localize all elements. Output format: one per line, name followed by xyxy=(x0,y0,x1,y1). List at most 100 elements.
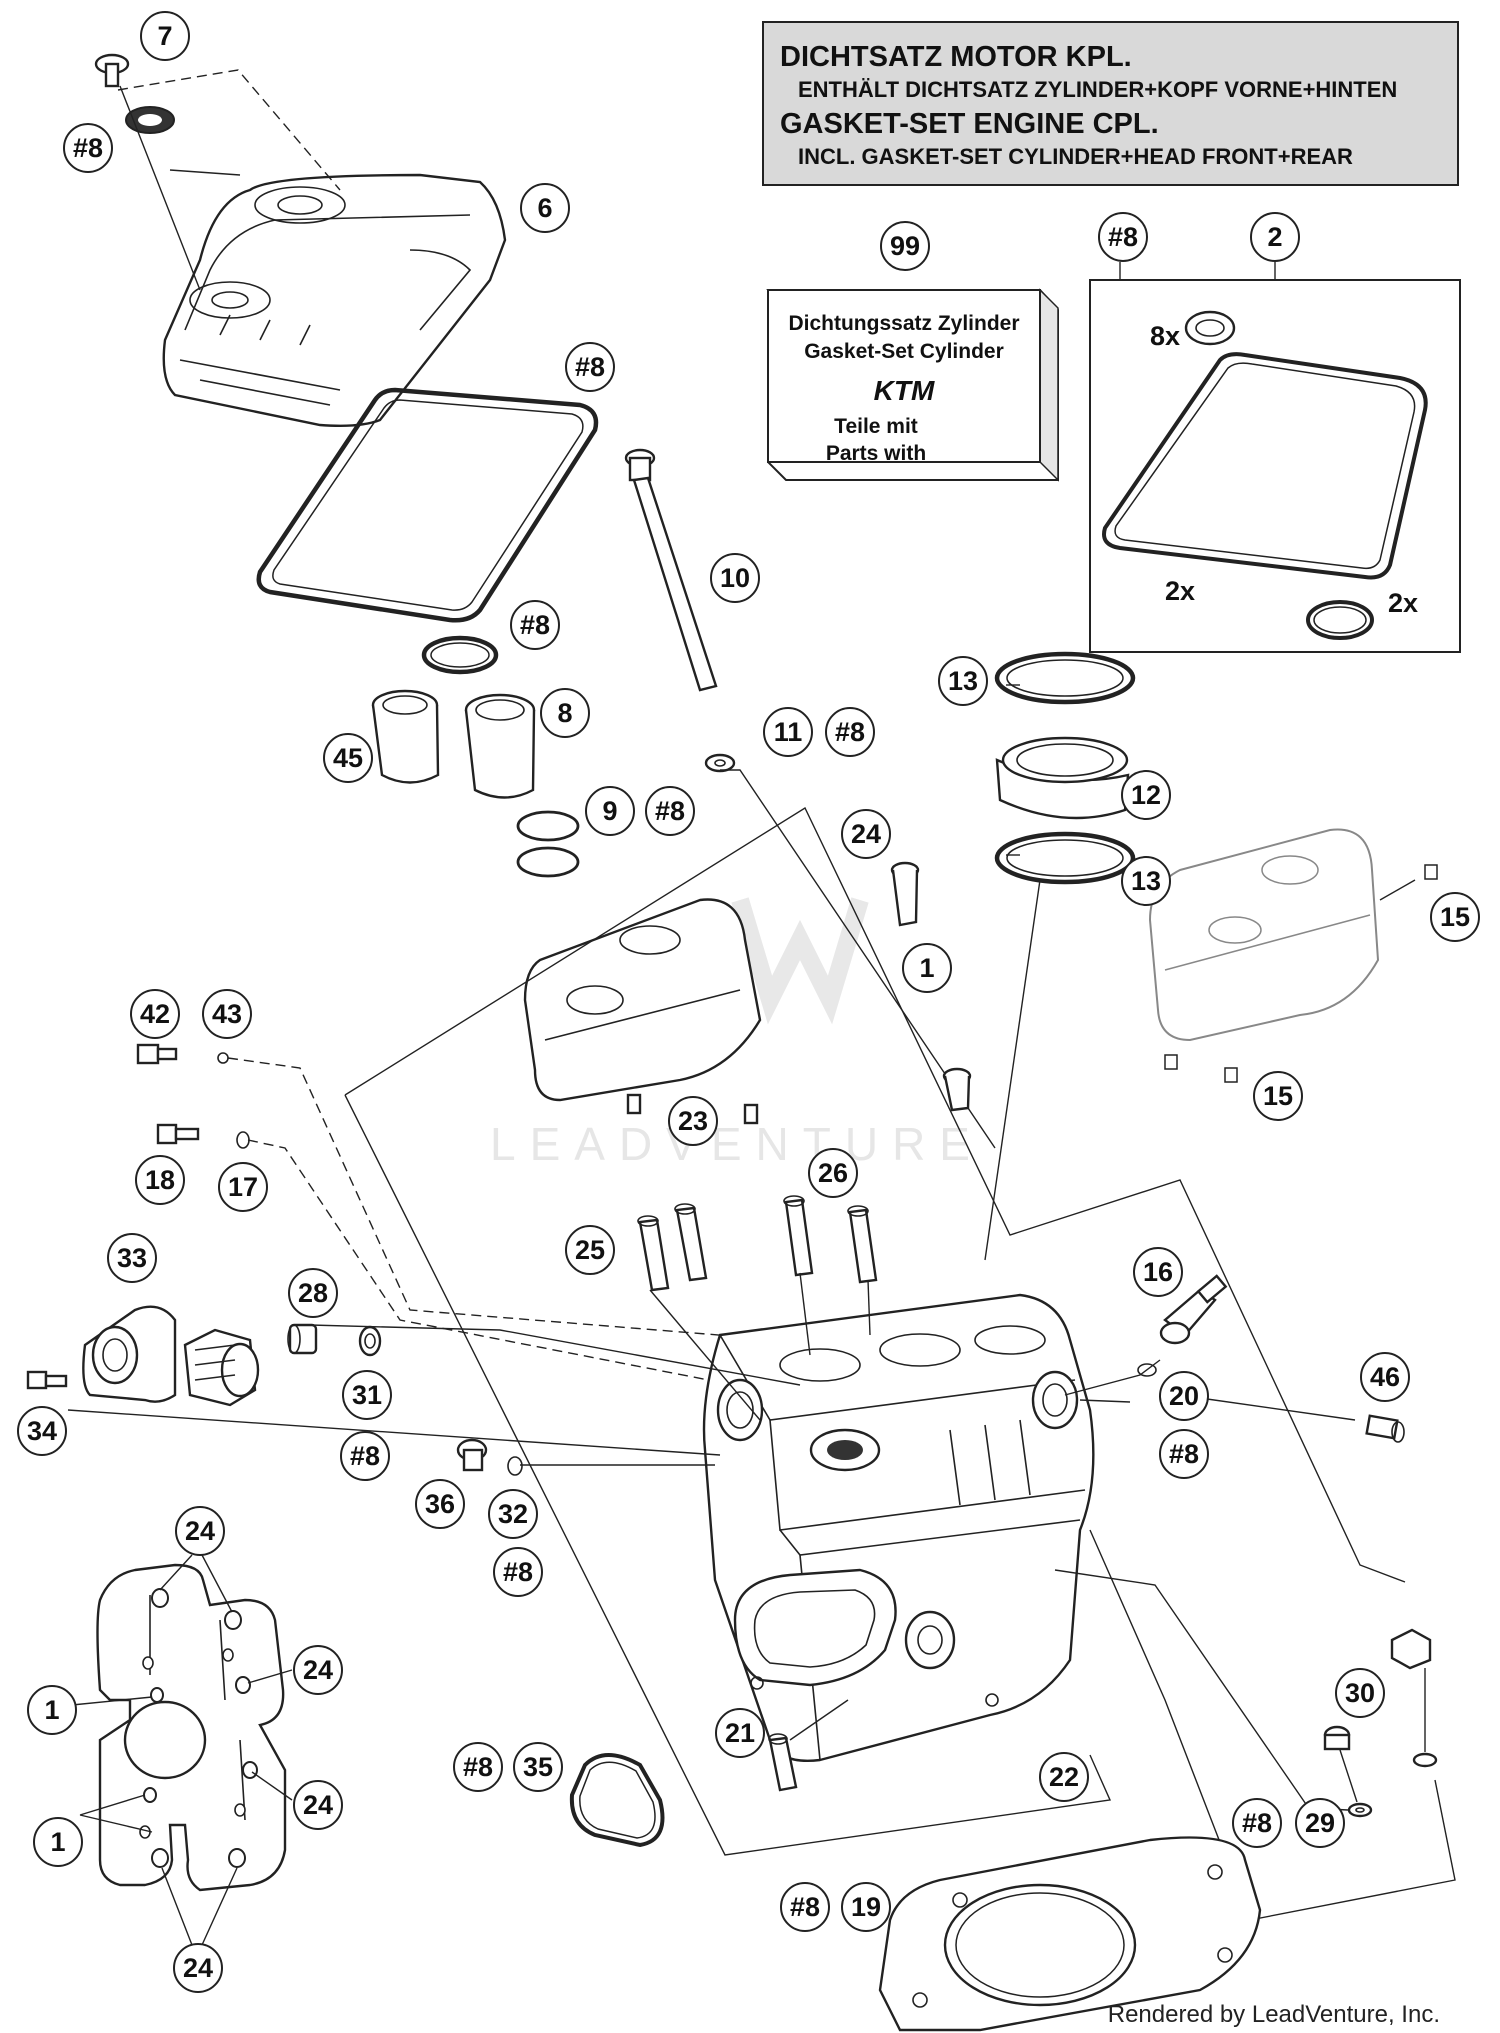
callout-label: 20 xyxy=(1169,1381,1199,1411)
intake-flange-12 xyxy=(994,651,1136,885)
callout-label: 24 xyxy=(303,1790,333,1820)
callout-bubble: 34 xyxy=(17,1406,67,1456)
callout-circle xyxy=(488,1489,538,1539)
plug-36 xyxy=(456,1438,488,1472)
bolt-42 xyxy=(136,1043,229,1065)
callout-label: 7 xyxy=(157,21,172,51)
callout-circle xyxy=(1253,1071,1303,1121)
callout-label: #8 xyxy=(503,1557,533,1587)
gasket-35 xyxy=(569,1753,665,1848)
callout-circle xyxy=(1098,212,1148,262)
callout-circle xyxy=(710,553,760,603)
callout-bubble: 24 xyxy=(173,1943,223,1993)
temperature-sensor-16 xyxy=(1159,1274,1228,1345)
callout-bubble: 24 xyxy=(293,1780,343,1830)
gasket-box-line3: GASKET-SET ENGINE CPL. xyxy=(780,108,1159,140)
callout-bubble: 20 xyxy=(1159,1371,1209,1421)
callout-label: #8 xyxy=(1108,222,1138,252)
callout-circle xyxy=(173,1943,223,1993)
callout-bubble: #8 xyxy=(1159,1429,1209,1479)
callout-label: 6 xyxy=(537,193,552,223)
callout-bubble: 11 xyxy=(763,707,813,757)
callout-label: 32 xyxy=(498,1499,528,1529)
callout-bubble: #8 xyxy=(510,600,560,650)
callout-label: 22 xyxy=(1049,1762,1079,1792)
callout-circle xyxy=(902,943,952,993)
washer-31 xyxy=(358,1325,382,1357)
bolt-24 xyxy=(890,861,920,927)
callout-bubble: 12 xyxy=(1121,770,1171,820)
kit-box-line3: Teile mit xyxy=(834,415,918,438)
callout-circle xyxy=(585,786,635,836)
watermark-text: LEADVENTURE xyxy=(490,1118,984,1170)
callout-label: #8 xyxy=(835,717,865,747)
gasket-box-line4: INCL. GASKET-SET CYLINDER+HEAD FRONT+REA… xyxy=(798,144,1353,169)
callout-bubble: 17 xyxy=(218,1162,268,1212)
callout-label: #8 xyxy=(575,352,605,382)
callout-circle xyxy=(1133,1247,1183,1297)
cylinder-head xyxy=(702,1293,1095,1762)
o-ring xyxy=(421,635,499,675)
callout-circle xyxy=(841,1882,891,1932)
callout-bubble: 29 xyxy=(1295,1798,1345,1848)
callout-circle xyxy=(1039,1752,1089,1802)
callout-circle xyxy=(1159,1371,1209,1421)
callout-circle xyxy=(825,707,875,757)
callout-bubble: 15 xyxy=(1253,1071,1303,1121)
long-bolt-10 xyxy=(624,448,718,692)
gasket-set-info-box: DICHTSATZ MOTOR KPL. ENTHÄLT DICHTSATZ Z… xyxy=(762,21,1459,186)
callout-label: 24 xyxy=(183,1953,213,1983)
spark-plug-tube-45 xyxy=(371,689,440,784)
gasket-box-line2: ENTHÄLT DICHTSATZ ZYLINDER+KOPF VORNE+HI… xyxy=(798,77,1397,102)
callout-circle xyxy=(293,1780,343,1830)
gasket-kit-box: Dichtungssatz Zylinder Gasket-Set Cylind… xyxy=(766,288,1059,482)
callout-bubble: 18 xyxy=(135,1155,185,1205)
o-ring-9 xyxy=(516,810,580,842)
callout-circle xyxy=(668,1096,718,1146)
callout-label: 10 xyxy=(720,563,750,593)
callout-bubble: 8 xyxy=(540,688,590,738)
callout-bubble: 24 xyxy=(175,1506,225,1556)
quantity-label: 2x xyxy=(1388,588,1418,618)
callout-bubble: 13 xyxy=(938,656,988,706)
callout-circle xyxy=(415,1479,465,1529)
callout-bubble: 42 xyxy=(130,989,180,1039)
callout-circle xyxy=(808,1148,858,1198)
callout-label: 1 xyxy=(44,1695,59,1725)
callout-bubble: 9 xyxy=(585,786,635,836)
callout-bubble: #8 xyxy=(340,1431,390,1481)
callout-label: #8 xyxy=(73,133,103,163)
nuts-30 xyxy=(1323,1628,1432,1751)
callout-bubble: 23 xyxy=(668,1096,718,1146)
quantity-label: 2x xyxy=(1165,576,1195,606)
callout-label: 17 xyxy=(228,1172,258,1202)
callout-label: 26 xyxy=(818,1158,848,1188)
callout-circle xyxy=(1295,1798,1345,1848)
kit-box-line2: Gasket-Set Cylinder xyxy=(804,340,1004,363)
ktm-logo: KTM xyxy=(874,375,935,406)
callout-circle xyxy=(63,123,113,173)
callout-circle xyxy=(1121,856,1171,906)
washers-29 xyxy=(1347,1752,1438,1818)
callout-circle xyxy=(1250,212,1300,262)
washer-11 xyxy=(704,753,736,773)
cover-bolt xyxy=(94,53,175,134)
callout-circle xyxy=(453,1742,503,1792)
callout-bubble: 28 xyxy=(288,1268,338,1318)
callout-bubble: 7 xyxy=(140,11,190,61)
washer-32 xyxy=(507,1456,523,1476)
callout-circle xyxy=(540,688,590,738)
callout-bubble: 32 xyxy=(488,1489,538,1539)
callout-label: 16 xyxy=(1143,1257,1173,1287)
callout-bubble: 1 xyxy=(902,943,952,993)
callout-bubble: #8 xyxy=(1098,212,1148,262)
callout-circle xyxy=(645,786,695,836)
cover-gasket xyxy=(256,387,599,623)
callout-bubble: 22 xyxy=(1039,1752,1089,1802)
callout-label: #8 xyxy=(1242,1808,1272,1838)
callout-label: 11 xyxy=(774,717,803,747)
callout-circle xyxy=(342,1370,392,1420)
callout-bubble: 30 xyxy=(1335,1668,1385,1718)
callout-label: 24 xyxy=(851,819,881,849)
